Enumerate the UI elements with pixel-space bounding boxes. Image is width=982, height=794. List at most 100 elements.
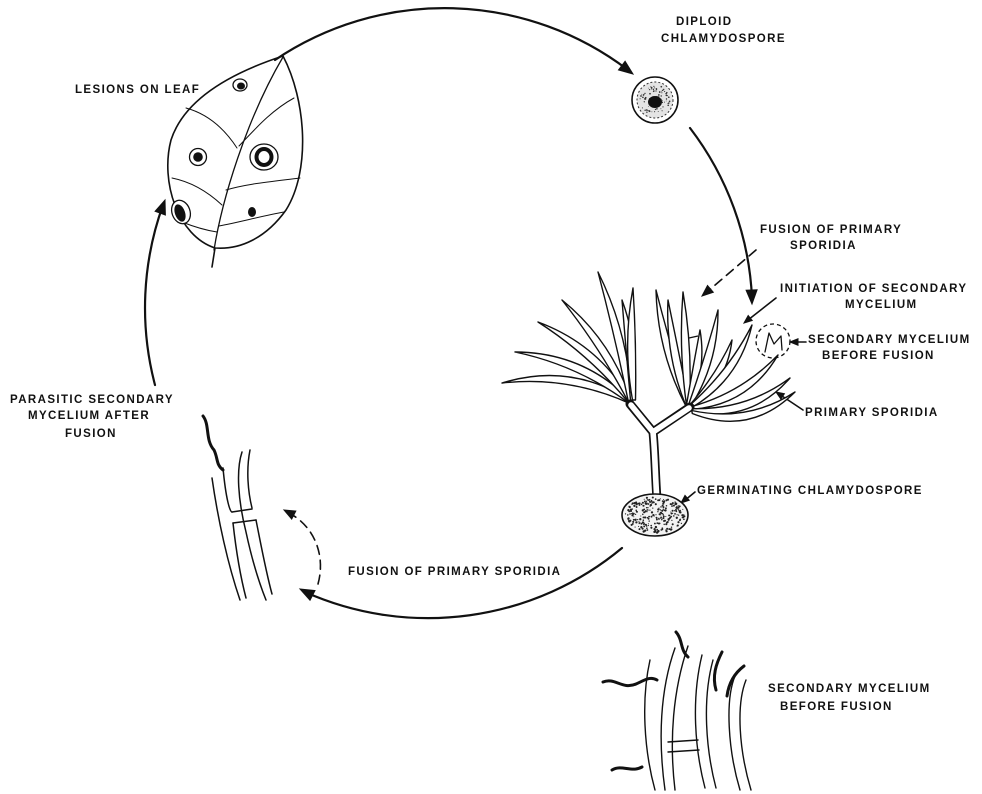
chlamydospore-nucleus xyxy=(648,96,662,108)
stipple-dot xyxy=(681,514,683,516)
stipple-dot xyxy=(632,512,634,514)
stipple-dot xyxy=(649,89,650,90)
stipple-dot xyxy=(659,92,660,93)
stipple-dot xyxy=(671,526,672,527)
stipple-dot xyxy=(674,513,676,515)
arrowhead-primary-sporidia xyxy=(776,392,784,399)
stipple-dot xyxy=(645,98,646,99)
stipple-dot xyxy=(636,511,638,513)
stipple-dot xyxy=(648,503,650,505)
stipple-dot xyxy=(662,514,664,516)
stipple-dot xyxy=(680,519,681,520)
hypha-tip-dark xyxy=(714,652,722,690)
stipple-dot xyxy=(660,509,661,510)
stipple-dot xyxy=(655,503,657,505)
stipple-dot xyxy=(661,95,662,96)
label-secondary-before-fusion-bottom-line1: SECONDARY MYCELIUM xyxy=(768,683,931,695)
stipple-dot xyxy=(674,503,676,505)
stipple-dot xyxy=(678,514,679,515)
hypha xyxy=(672,646,688,790)
stipple-dot xyxy=(647,517,648,518)
stipple-dot xyxy=(679,511,681,513)
stipple-dot xyxy=(674,510,675,511)
stipple-dot xyxy=(669,100,671,102)
stipple-dot xyxy=(629,520,631,522)
labels: LESIONS ON LEAF DIPLOID CHLAMYDOSPORE FU… xyxy=(10,16,971,713)
stipple-dot xyxy=(646,527,648,529)
stipple-dot xyxy=(675,507,677,509)
hypha xyxy=(695,655,705,788)
stipple-dot xyxy=(627,514,629,516)
stipple-dot xyxy=(638,526,639,527)
hypha-tip-dark xyxy=(727,666,744,696)
stipple-dot xyxy=(655,514,656,515)
stipple-dot xyxy=(650,525,652,527)
stipple-dot xyxy=(665,520,667,522)
stipple-dot xyxy=(673,515,675,517)
stipple-dot xyxy=(644,101,645,102)
stipple-dot xyxy=(632,514,634,516)
secondary-mycelium-before-fusion xyxy=(603,632,751,790)
stipple-dot xyxy=(657,499,659,501)
stipple-dot xyxy=(677,507,679,509)
leaf-vein xyxy=(226,178,300,190)
stipple-dot xyxy=(653,528,655,530)
stipple-dot xyxy=(625,513,626,514)
stipple-dot xyxy=(644,93,645,94)
stipple-dot xyxy=(646,501,647,502)
stipple-dot xyxy=(672,502,673,503)
stipple-dot xyxy=(648,520,649,521)
cycle-arc-leaf-to-chlamydospore xyxy=(275,8,628,70)
stipple-dot xyxy=(663,524,664,525)
stipple-dot xyxy=(643,525,645,527)
stipple-dot xyxy=(649,505,651,507)
stipple-dot xyxy=(658,518,660,520)
stipple-dot xyxy=(661,92,662,93)
arrowhead-germinating xyxy=(681,495,689,503)
hypha-tip-dark xyxy=(676,632,688,657)
label-secondary-before-fusion-top-line1: SECONDARY MYCELIUM xyxy=(808,334,971,346)
secondary-mycelium-small xyxy=(765,333,782,352)
stipple-dot xyxy=(670,511,671,512)
dashed-arrow-h-fusion xyxy=(289,513,320,584)
stipple-dot xyxy=(647,511,648,512)
label-secondary-before-fusion-top-line2: BEFORE FUSION xyxy=(822,350,935,362)
arrowhead-to-fusion xyxy=(300,589,315,600)
label-fusion-primary-top-line1: FUSION OF PRIMARY xyxy=(760,224,902,236)
stipple-dot xyxy=(646,497,648,499)
stipple-dot xyxy=(656,108,658,110)
stipple-dot xyxy=(660,516,662,518)
stipple-dot xyxy=(648,525,649,526)
stipple-dot xyxy=(644,500,646,502)
label-primary-sporidia: PRIMARY SPORIDIA xyxy=(805,407,939,419)
stipple-dot xyxy=(664,509,666,511)
sporidia-fusion-bridge xyxy=(689,336,698,338)
stipple-dot xyxy=(658,111,659,112)
stipple-dot xyxy=(667,521,669,523)
stipple-dot xyxy=(649,93,651,95)
stipple-dot xyxy=(677,521,679,523)
stipple-dot xyxy=(670,512,672,514)
stipple-dot xyxy=(652,496,654,498)
stipple-dot xyxy=(651,500,653,502)
germinating-chlamydospore xyxy=(622,494,688,536)
stipple-dot xyxy=(663,506,665,508)
stipple-dot xyxy=(662,510,663,511)
stipple-dot xyxy=(641,523,643,525)
stipple-dot xyxy=(632,502,634,504)
stipple-dot xyxy=(648,523,649,524)
stipple-dot xyxy=(640,526,642,528)
stipple-dot xyxy=(635,521,637,523)
arrowhead-to-leaf xyxy=(155,200,165,215)
stipple-dot xyxy=(633,516,634,517)
stipple-dot xyxy=(662,106,663,107)
stipple-dot xyxy=(660,514,661,515)
stipple-dot xyxy=(639,528,641,530)
stipple-dot xyxy=(635,514,636,515)
stipple-dot xyxy=(665,91,666,92)
stipple-dot xyxy=(657,508,659,510)
stipple-dot xyxy=(666,528,668,530)
stipple-dot xyxy=(649,509,650,510)
stipple-dot xyxy=(633,519,635,521)
stipple-dot xyxy=(670,528,672,530)
